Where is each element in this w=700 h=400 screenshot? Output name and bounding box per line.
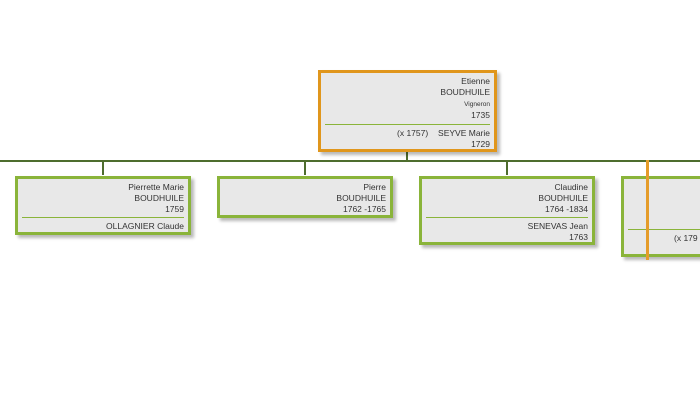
- spouse-name: OLLAGNIER Claude: [106, 221, 184, 231]
- person-card-claudine-boudhuile[interactable]: Claudine BOUDHUILE 1764 -1834 SENEVAS Je…: [419, 176, 595, 245]
- generation-connector-line: [0, 160, 700, 162]
- surname: BOUDHUILE: [336, 193, 386, 203]
- person-card-partial[interactable]: (x 179: [621, 176, 700, 257]
- given-name: Etienne: [461, 76, 490, 86]
- root-drop-line: [406, 150, 408, 161]
- spouse-separator: [628, 229, 700, 230]
- marriage-year: (x 179: [674, 233, 698, 243]
- life-dates: 1764 -1834: [544, 204, 588, 214]
- focus-marker: [646, 160, 649, 260]
- life-dates: 1762 -1765: [342, 204, 386, 214]
- spouse-separator: [426, 217, 588, 218]
- life-dates: 1759: [165, 204, 184, 214]
- spouse-birth-year: 1729: [471, 139, 490, 149]
- birth-year: 1735: [471, 110, 490, 120]
- person-card-etienne-boudhuile[interactable]: Etienne BOUDHUILE Vigneron 1735 (x 1757)…: [318, 70, 497, 152]
- given-name: Claudine: [554, 182, 588, 192]
- marriage-year: (x 1757): [397, 128, 429, 138]
- child-drop-line: [304, 161, 306, 175]
- spouse-birth-year: 1763: [569, 232, 588, 242]
- surname: BOUDHUILE: [538, 193, 588, 203]
- given-name: Pierre: [363, 182, 386, 192]
- child-drop-line: [506, 161, 508, 175]
- occupation: Vigneron: [464, 101, 490, 108]
- surname: BOUDHUILE: [440, 87, 490, 97]
- child-drop-line: [102, 161, 104, 175]
- spouse-separator: [325, 124, 490, 125]
- given-name: Pierrette Marie: [128, 182, 184, 192]
- surname: BOUDHUILE: [134, 193, 184, 203]
- person-card-pierrette-marie-boudhuile[interactable]: Pierrette Marie BOUDHUILE 1759 OLLAGNIER…: [15, 176, 191, 235]
- person-card-pierre-boudhuile[interactable]: Pierre BOUDHUILE 1762 -1765: [217, 176, 393, 218]
- spouse-name: SENEVAS Jean: [527, 221, 588, 231]
- spouse-name: SEYVE Marie: [438, 128, 490, 138]
- spouse-separator: [22, 217, 184, 218]
